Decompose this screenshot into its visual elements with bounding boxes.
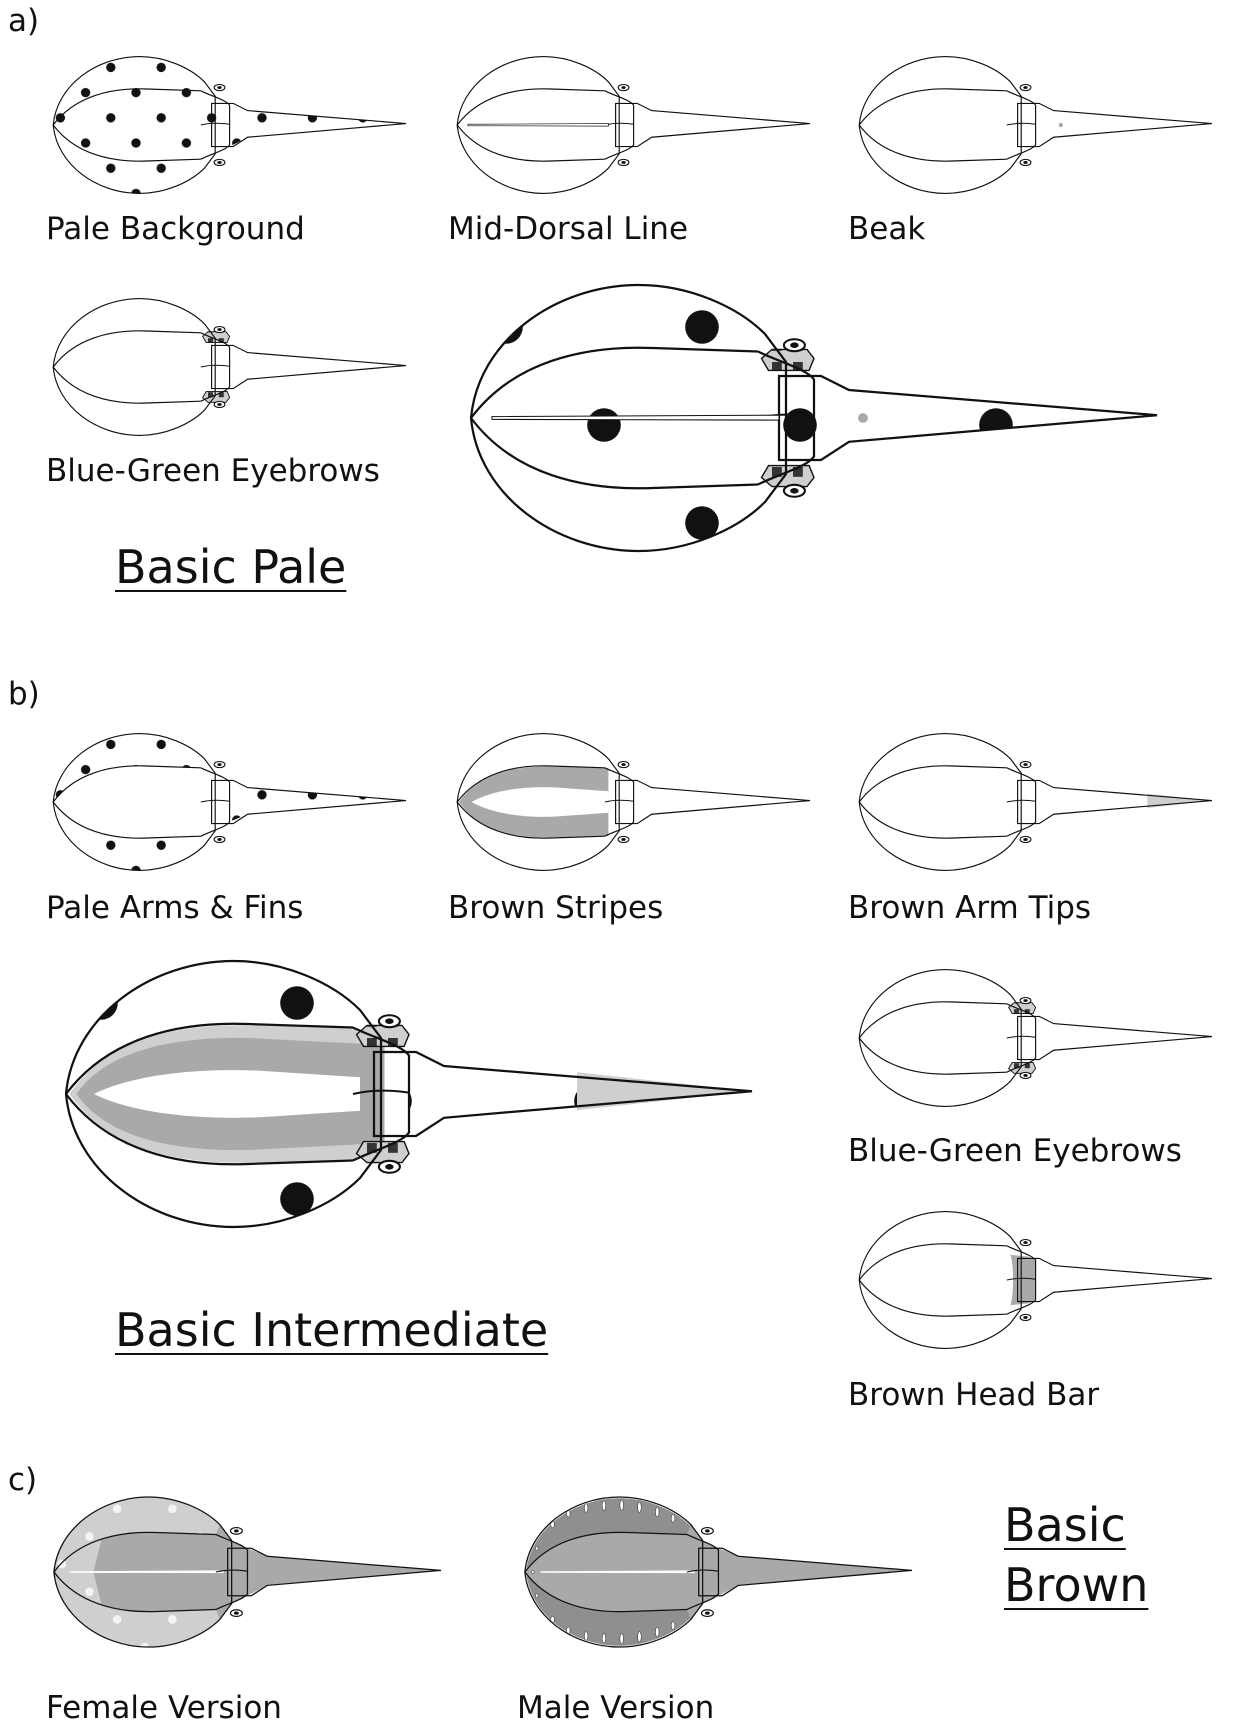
- squid-pale-arms-fins: [53, 734, 406, 871]
- squid-eyebrows-b: [859, 970, 1212, 1107]
- squid-beak: [859, 57, 1212, 194]
- squid-basic-pale-large: [471, 285, 1157, 551]
- squid-basic-intermediate-large: [66, 961, 752, 1227]
- squid-mid-dorsal-line: [457, 57, 810, 194]
- squid-brown-stripes: [457, 734, 810, 871]
- squid-eyebrows-a: [53, 299, 406, 436]
- squid-female-version: [54, 1497, 441, 1647]
- squid-brown-head-bar: [859, 1212, 1212, 1349]
- squid-male-version: [525, 1497, 912, 1647]
- squid-brown-arm-tips: [859, 734, 1212, 871]
